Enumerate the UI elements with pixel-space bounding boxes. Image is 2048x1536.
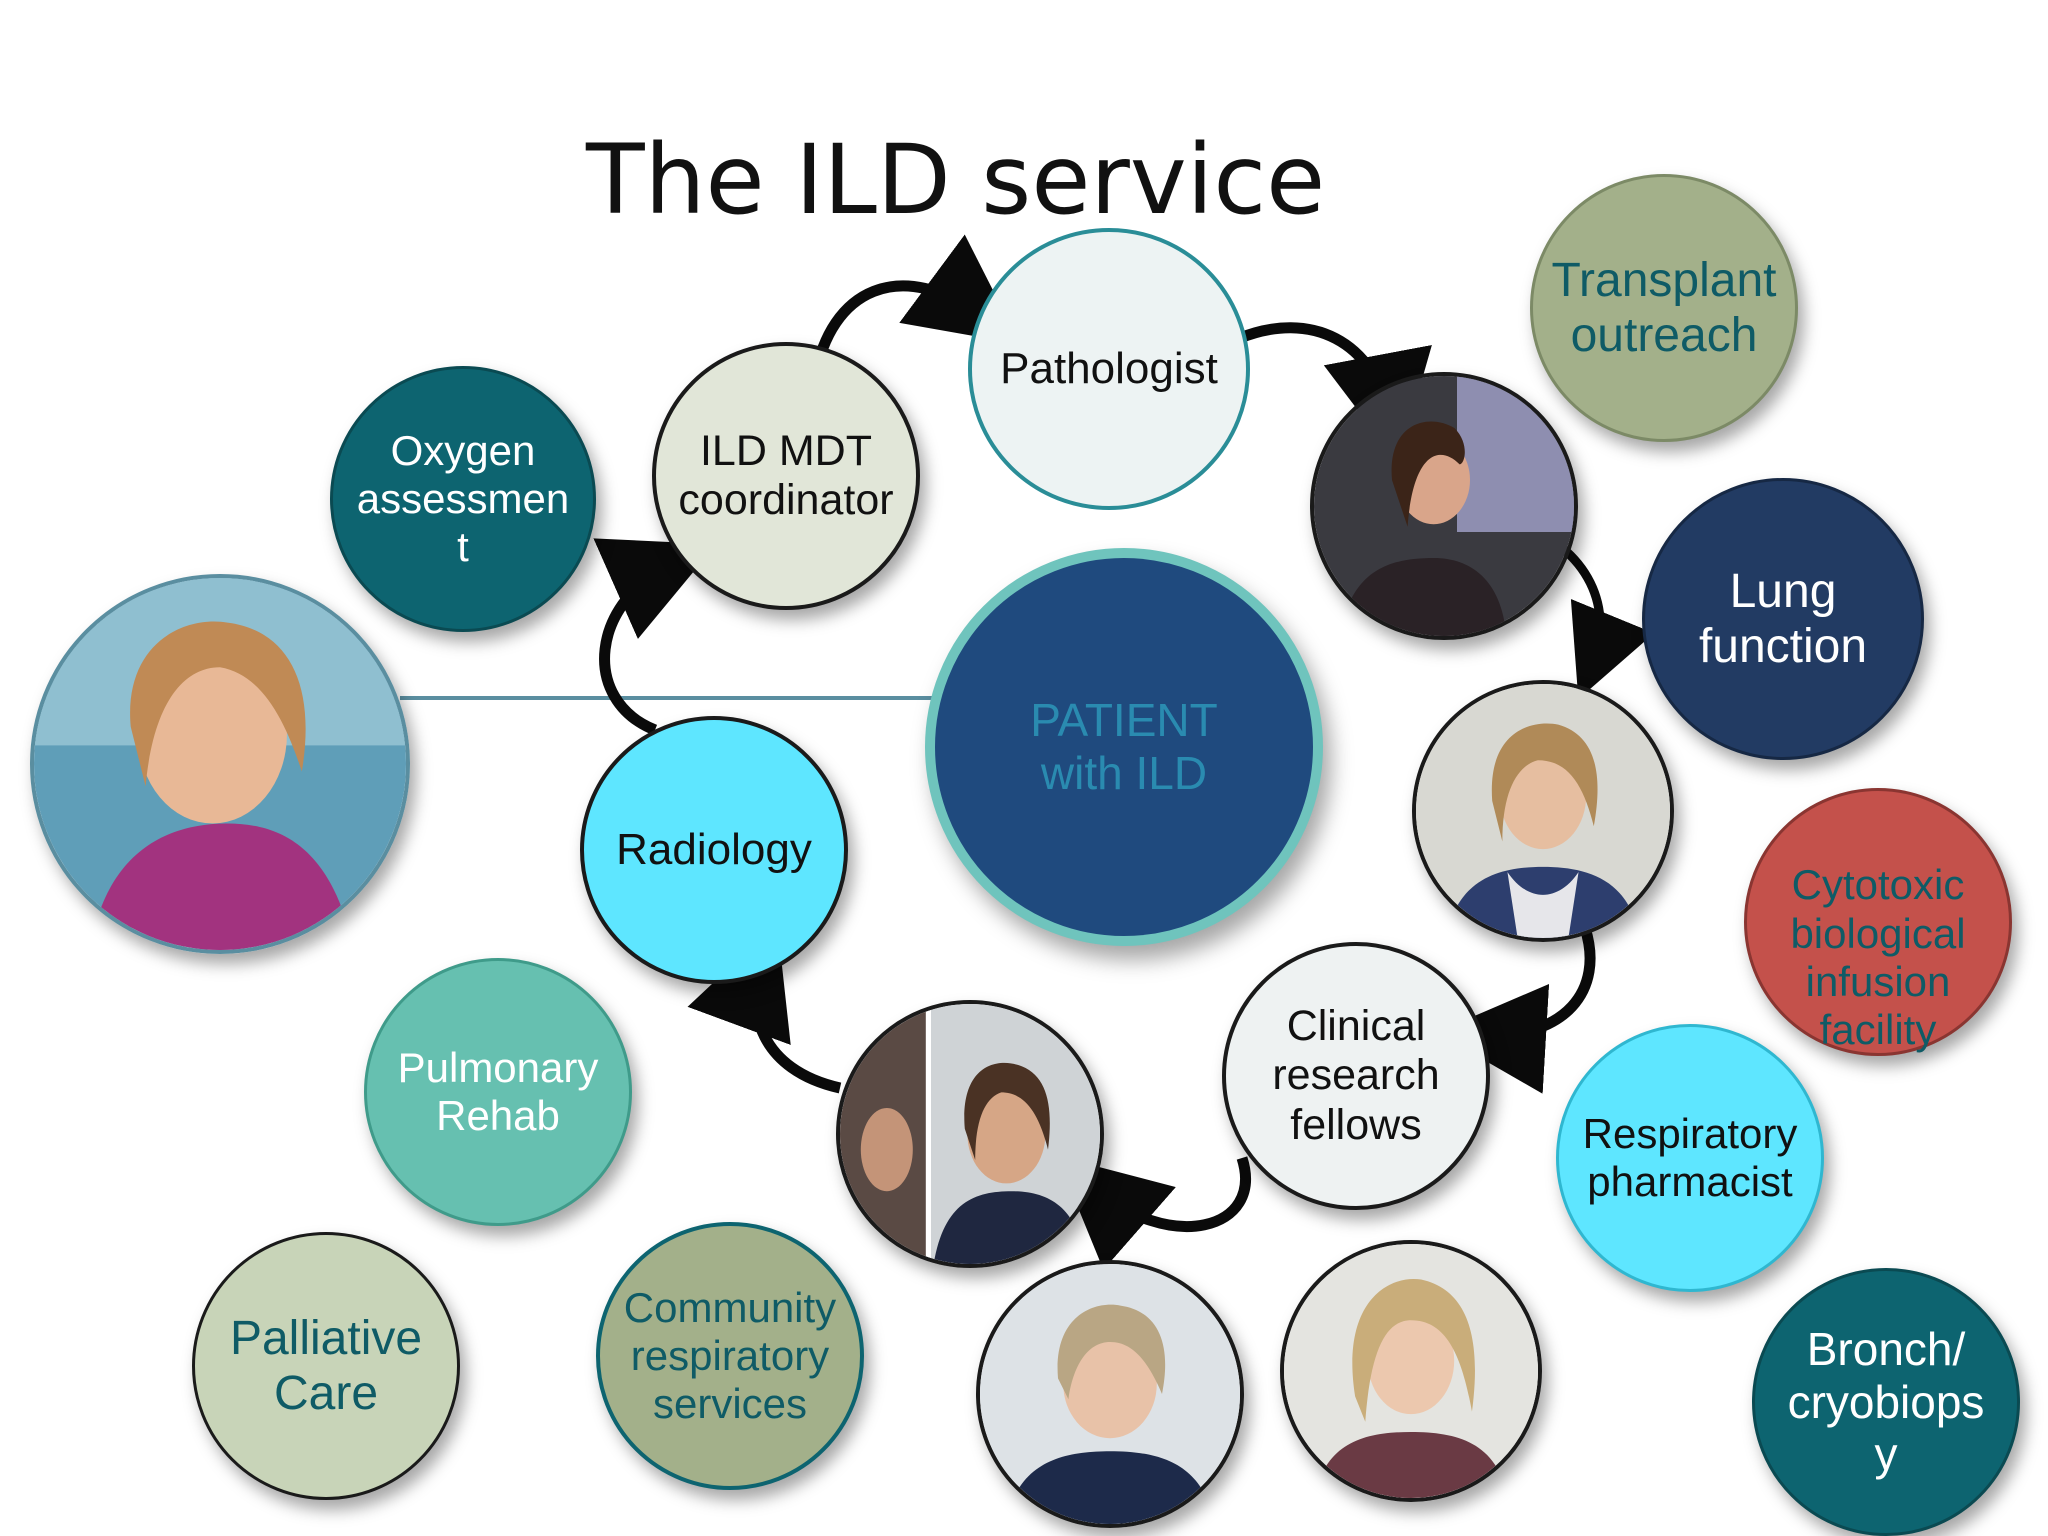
- node-community-services: Community respiratory services: [596, 1222, 864, 1490]
- node-clinical-research-fellows: Clinical research fellows: [1222, 942, 1490, 1210]
- staff-photo-pair: [836, 1000, 1104, 1268]
- staff-photo-smiling: [1412, 680, 1674, 942]
- node-cytotoxic-infusion: Cytotoxic biological infusion facility: [1744, 788, 2012, 1056]
- node-pathologist: Pathologist: [968, 228, 1250, 510]
- node-pathologist-label: Pathologist: [1000, 343, 1218, 393]
- staff-photo-speaker: [1310, 372, 1578, 640]
- node-transplant-outreach-label: Transplant outreach: [1551, 253, 1777, 362]
- arrow-fellows-to-photo: [1056, 1156, 1251, 1270]
- node-transplant-outreach: Transplant outreach: [1530, 174, 1798, 442]
- arrow-photo-to-fellows: [1436, 926, 1596, 1094]
- arrow-photo-to-radiology: [687, 922, 842, 1094]
- node-respiratory-pharmacist: Respiratory pharmacist: [1556, 1024, 1824, 1292]
- node-lung-function: Lung function: [1642, 478, 1924, 760]
- node-bronch-label: Bronch/ cryobiops y: [1787, 1322, 1985, 1481]
- node-ild-mdt-coordinator-label: ILD MDT coordinator: [678, 426, 894, 524]
- node-pulmonary-rehab: Pulmonary Rehab: [364, 958, 632, 1226]
- node-community-services-label: Community respiratory services: [623, 1283, 837, 1428]
- node-clinical-research-fellows-label: Clinical research fellows: [1272, 1001, 1440, 1149]
- staff-photo-large-left: [30, 574, 410, 954]
- page-title: The ILD service: [586, 124, 1326, 236]
- node-oxygen-assessment: Oxygen assessmen t: [330, 366, 596, 632]
- node-bronch: Bronch/ cryobiops y: [1752, 1268, 2020, 1536]
- node-oxygen-assessment-label: Oxygen assessmen t: [356, 426, 570, 571]
- node-radiology: Radiology: [580, 716, 848, 984]
- node-cytotoxic-infusion-label: Cytotoxic biological infusion facility: [1790, 861, 1966, 1054]
- node-patient-label: PATIENT with ILD: [1030, 694, 1218, 799]
- node-lung-function-label: Lung function: [1698, 564, 1868, 673]
- node-palliative-care: Palliative Care: [192, 1232, 460, 1500]
- node-ild-mdt-coordinator: ILD MDT coordinator: [652, 342, 920, 610]
- node-patient: PATIENT with ILD: [925, 548, 1323, 946]
- staff-photo-nurse: [976, 1260, 1244, 1528]
- node-palliative-care-label: Palliative Care: [229, 1311, 423, 1420]
- node-pulmonary-rehab-label: Pulmonary Rehab: [397, 1043, 599, 1139]
- node-respiratory-pharmacist-label: Respiratory pharmacist: [1582, 1109, 1798, 1205]
- staff-photo-blonde: [1280, 1240, 1542, 1502]
- arrow-radiology-to-coordinator: [593, 538, 717, 736]
- node-radiology-label: Radiology: [616, 824, 812, 874]
